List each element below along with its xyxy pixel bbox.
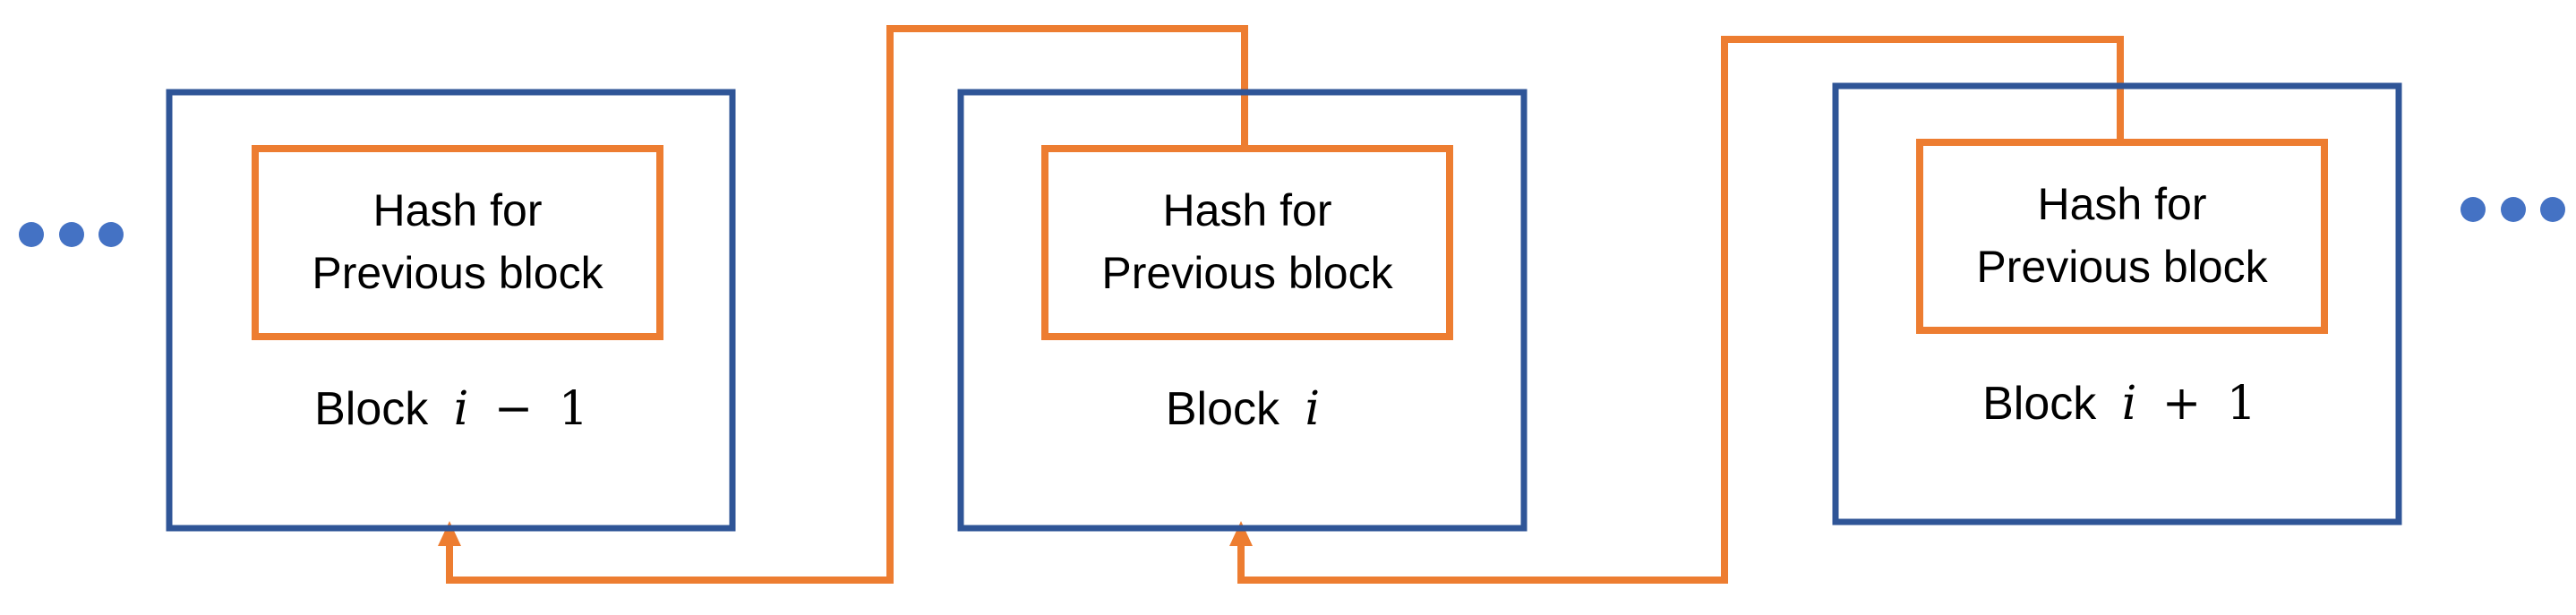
block-border [166,89,736,532]
block-label-prefix: Block [1982,378,2097,430]
block-label: Block i + 1 [1982,377,2256,431]
block-i-minus-1: Hash for Previous block Block i − 1 [166,89,736,532]
hash-box-line1: Hash for [2038,179,2207,229]
hash-box [1041,145,1453,340]
block-label-var: i [1305,382,1320,436]
hash-box-line1: Hash for [1163,185,1332,235]
hash-box [252,145,663,340]
link-line-block-i-plus-1-to-block-i [1237,36,2124,584]
arrow-up-icon [438,521,461,546]
hash-box-line1: Hash for [373,185,543,235]
block-border [1832,82,2402,525]
link-line-block-i-to-block-i-minus-1 [446,25,1248,584]
block-border [957,89,1528,532]
block-label-op: − [494,382,534,436]
block-label: Block i [1166,382,1320,436]
hash-links [446,25,2124,584]
hash-box [1916,139,2328,334]
ellipsis-dots-icon [59,222,84,247]
block-label-var: i [454,382,469,436]
ellipsis-dots-icon [19,222,44,247]
ellipsis-left [19,222,124,247]
hash-box-line2: Previous block [1101,248,1393,298]
block-label: Block i − 1 [314,382,588,436]
arrow-up-icon [1229,521,1253,546]
ellipsis-dots-icon [98,222,124,247]
block-i-plus-1: Hash for Previous block Block i + 1 [1832,82,2402,525]
block-label-num: 1 [559,382,588,436]
block-label-op: + [2162,377,2202,431]
ellipsis-right [2460,197,2565,222]
block-label-num: 1 [2227,377,2256,431]
ellipsis-dots-icon [2540,197,2565,222]
block-i: Hash for Previous block Block i [957,89,1528,532]
block-label-var: i [2122,377,2137,431]
block-label-prefix: Block [1166,383,1280,435]
block-label-prefix: Block [314,383,429,435]
ellipsis-dots-icon [2501,197,2526,222]
hash-box-line2: Previous block [1976,242,2268,292]
ellipsis-dots-icon [2460,197,2486,222]
hash-box-line2: Previous block [312,248,603,298]
